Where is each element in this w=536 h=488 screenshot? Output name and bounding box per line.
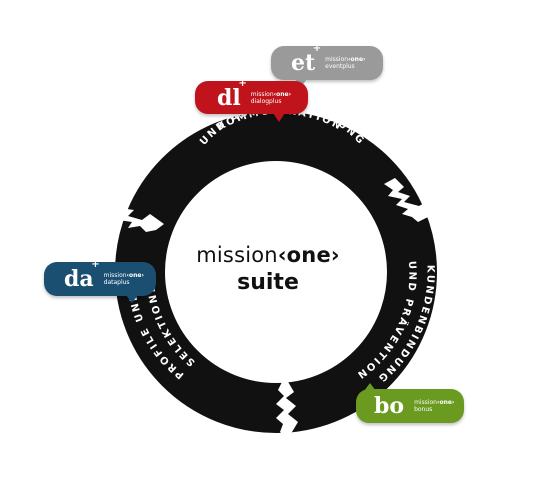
eventplus-abbr-text: et (291, 50, 316, 76)
product-bubble-dialogplus: dl+ mission‹one›dialogplus (195, 78, 308, 122)
eventplus-name: mission‹one›eventplus (325, 56, 365, 70)
dialogplus-name-prefix: mission (250, 90, 274, 98)
break-bottom (276, 380, 298, 438)
center-title-line2: suite (237, 270, 299, 295)
bubble-tail (273, 113, 285, 122)
bonus-name-sub: bonus (414, 406, 433, 413)
dataplus-name-prefix: mission (103, 272, 127, 279)
dialogplus-abbr: dl+ (217, 78, 247, 111)
eventplus-sup: + (312, 43, 322, 54)
dialogplus-name-sub: dialogplus (250, 97, 282, 105)
dialogplus-abbr-text: dl (217, 84, 241, 111)
product-bubble-dataplus: da+ mission‹one›dataplus (44, 260, 156, 303)
dialogplus-name-brand: ‹one› (273, 90, 292, 98)
center-title-brand: ‹one› (277, 243, 340, 267)
eventplus-name-brand: ‹one› (348, 56, 366, 63)
break-upper-right (384, 178, 440, 222)
center-title-line1: mission‹one› (0, 243, 536, 267)
product-bubble-bonus: bo mission‹one›bonus (356, 383, 464, 423)
dataplus-name-sub: dataplus (103, 279, 130, 286)
eventplus-abbr: et+ (291, 44, 321, 76)
dialogplus-name: mission‹one›dialogplus (251, 91, 291, 105)
bonus-name-prefix: mission (414, 399, 437, 406)
dataplus-name-brand: ‹one› (126, 272, 144, 279)
eventplus-name-prefix: mission (325, 56, 349, 63)
dataplus-name: mission‹one›dataplus (104, 272, 144, 286)
bonus-name-brand: ‹one› (436, 399, 455, 406)
bonus-name: mission‹one›bonus (414, 399, 454, 413)
product-bubble-eventplus: et+ mission‹one›eventplus (271, 44, 383, 87)
dataplus-sup: + (91, 259, 100, 270)
dialogplus-sup: + (238, 77, 247, 89)
bubble-tail (364, 383, 376, 391)
bubble-tail (126, 295, 138, 303)
bonus-abbr: bo (374, 395, 404, 417)
center-title-prefix: mission (196, 243, 278, 267)
bonus-abbr-text: bo (374, 393, 405, 419)
dataplus-abbr-text: da (64, 266, 94, 292)
dataplus-abbr: da+ (64, 260, 100, 292)
eventplus-name-sub: eventplus (325, 63, 355, 70)
break-upper-left (112, 196, 164, 232)
